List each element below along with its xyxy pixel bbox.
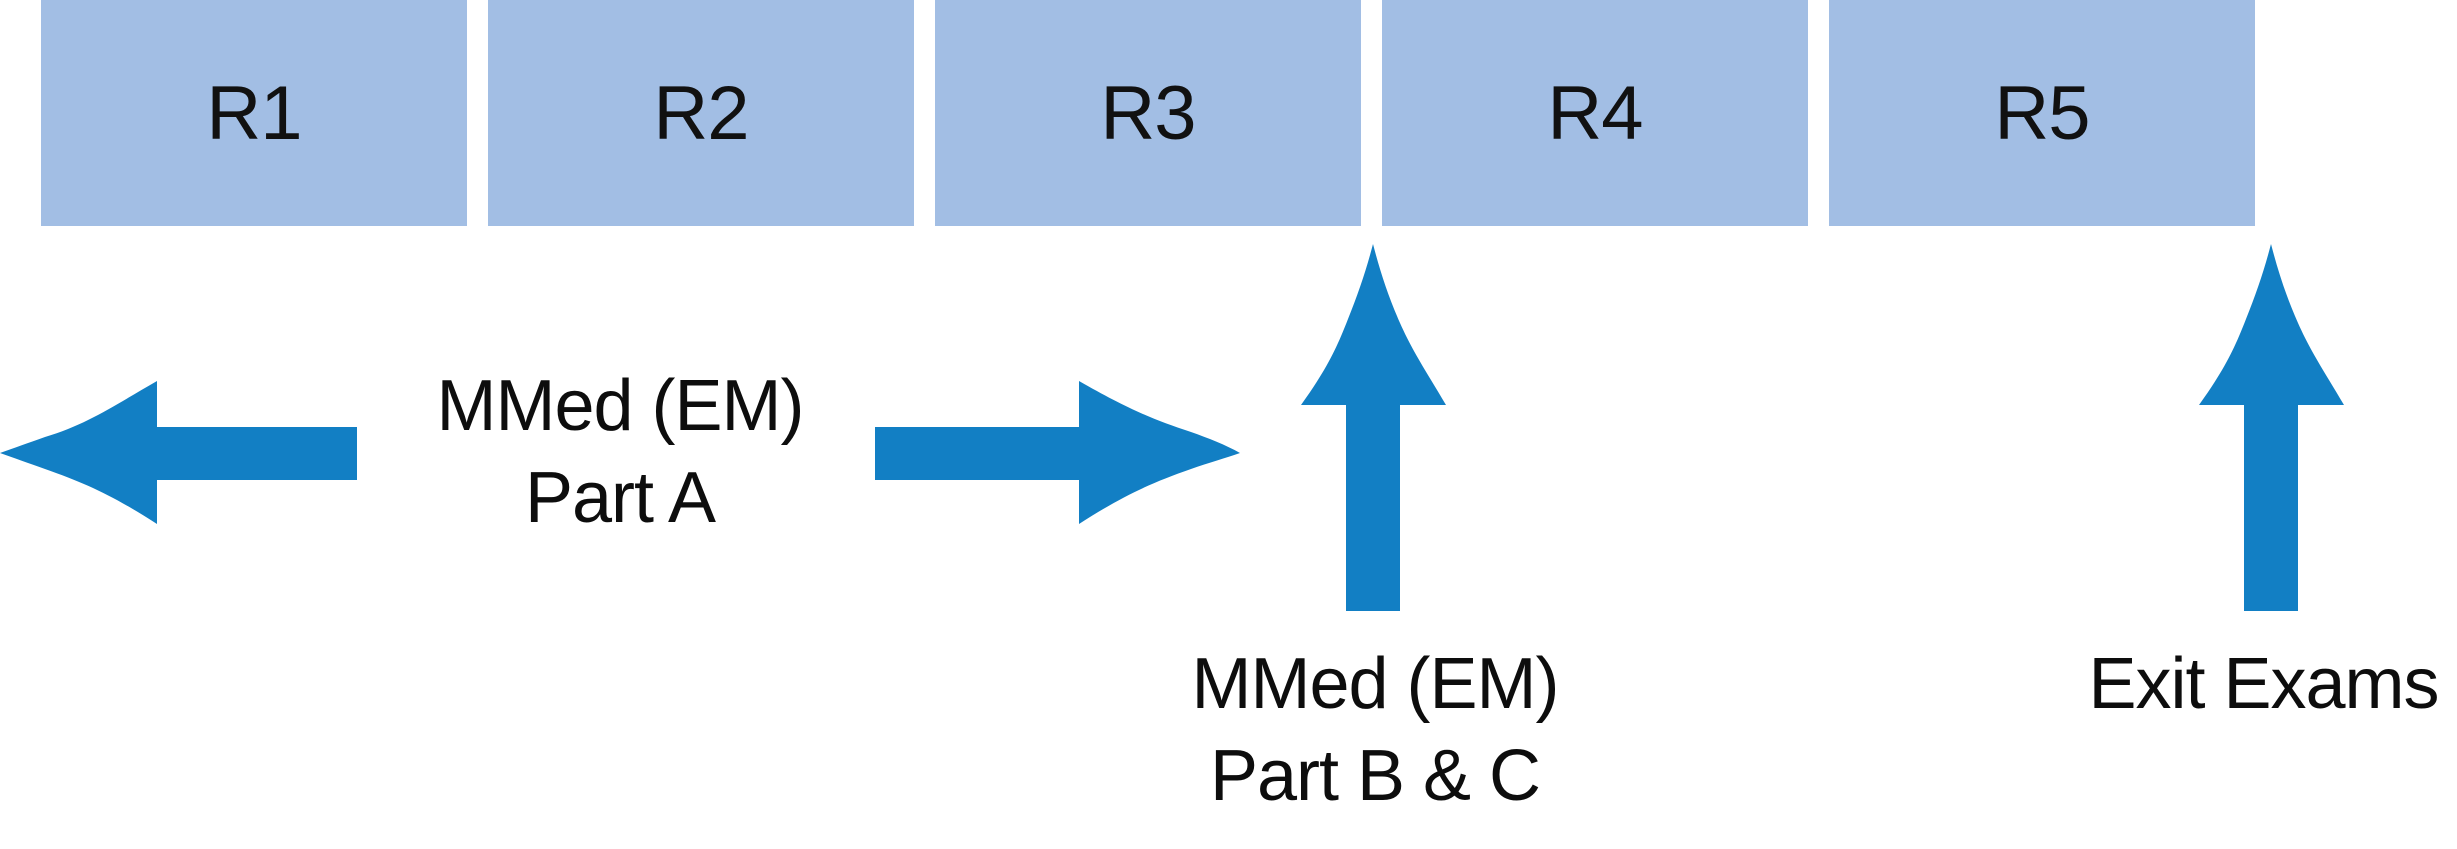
label-part-bc: MMed (EM) Part B & C	[1140, 638, 1610, 822]
year-box-r1: R1	[41, 0, 467, 226]
year-label: R2	[653, 70, 749, 156]
year-box-r2: R2	[488, 0, 914, 226]
label-exit-exams: Exit Exams	[2070, 638, 2457, 730]
up-arrow-exit-icon	[2199, 244, 2344, 611]
year-box-r4: R4	[1382, 0, 1808, 226]
label-exit-line1: Exit Exams	[2088, 644, 2439, 724]
year-label: R5	[1994, 70, 2090, 156]
label-part-a-line2: Part A	[524, 458, 716, 538]
year-label: R3	[1100, 70, 1196, 156]
label-part-bc-line1: MMed (EM)	[1191, 644, 1560, 724]
label-part-a: MMed (EM) Part A	[385, 360, 855, 544]
year-label: R1	[206, 70, 302, 156]
year-box-r5: R5	[1829, 0, 2255, 226]
label-part-bc-line2: Part B & C	[1209, 736, 1541, 816]
left-arrow-icon	[0, 381, 357, 524]
label-part-a-line1: MMed (EM)	[436, 366, 805, 446]
year-label: R4	[1547, 70, 1643, 156]
year-box-r3: R3	[935, 0, 1361, 226]
up-arrow-part-bc-icon	[1301, 244, 1446, 611]
right-arrow-icon	[875, 381, 1240, 524]
